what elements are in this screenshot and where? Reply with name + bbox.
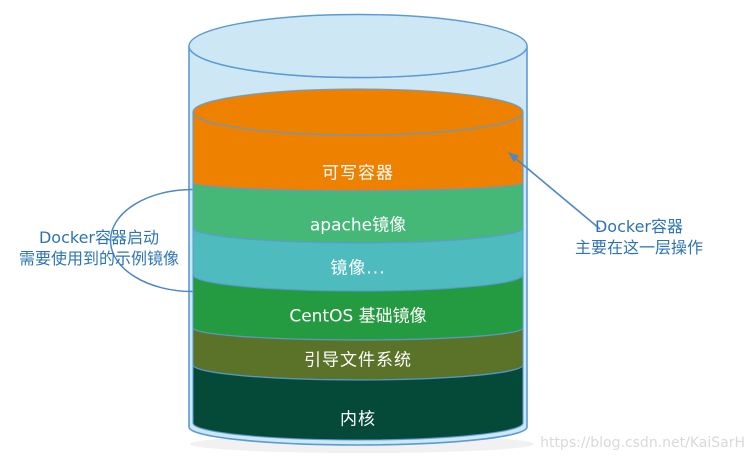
label-kernel: 内核 <box>340 409 376 430</box>
right-annotation-line2: 主要在这一层操作 <box>574 238 704 257</box>
right-annotation-arrowhead-icon <box>508 152 520 163</box>
label-centos-base-image: CentOS 基础镜像 <box>289 306 427 327</box>
right-annotation-arrow-line <box>514 157 601 230</box>
layer-writable-container-top-face <box>192 88 524 136</box>
left-annotation-line2: 需要使用到的示例镜像 <box>18 249 180 268</box>
left-annotation-line1: Docker容器启动 <box>38 228 160 247</box>
right-annotation-line1: Docker容器 <box>594 217 684 236</box>
left-annotation: Docker容器启动 需要使用到的示例镜像 <box>19 227 179 269</box>
label-image-ellipsis: 镜像... <box>330 258 386 279</box>
layer-kernel-band <box>192 364 524 441</box>
left-bracket-curve <box>109 188 193 293</box>
label-boot-filesystem: 引导文件系统 <box>304 350 412 371</box>
glass-top-opening <box>188 13 528 79</box>
right-annotation: Docker容器 主要在这一层操作 <box>575 216 703 258</box>
watermark-url: https://blog.csdn.net/KaiSarH <box>540 435 745 451</box>
label-writable-container: 可写容器 <box>322 163 394 184</box>
label-apache-image: apache镜像 <box>309 215 407 236</box>
